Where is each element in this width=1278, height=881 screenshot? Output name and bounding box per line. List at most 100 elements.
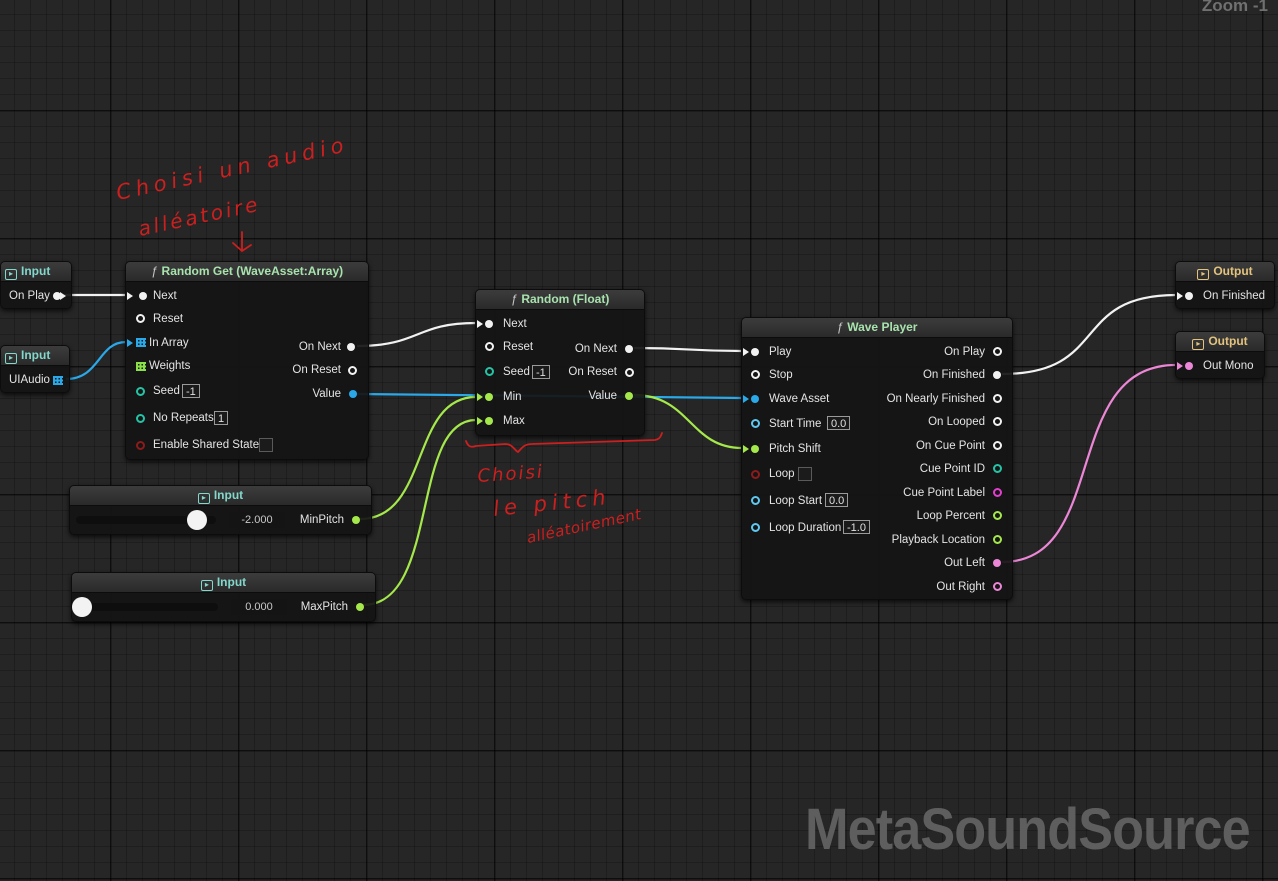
input-node-max-pitch[interactable]: ▸Input 0.000 MaxPitch [71,572,376,622]
float-pin-value[interactable] [625,392,633,400]
min-pitch-value[interactable]: -2.000 [229,512,285,528]
input-node-min-pitch[interactable]: ▸Input -2.000 MinPitch [69,485,372,535]
exec-pin-on-next[interactable] [347,343,355,351]
loop-checkbox[interactable] [798,467,812,481]
max-pitch-value[interactable]: 0.000 [231,599,287,615]
exec-pin-on-nearly-finished[interactable] [993,394,1002,403]
exec-pin-in[interactable] [1185,292,1193,300]
input-node-uiaudio[interactable]: ▸Input UIAudio [0,345,70,393]
wave-pin-asset[interactable] [751,395,759,403]
node-title: Output [1208,334,1248,348]
exec-pin-out[interactable] [53,292,61,300]
exec-pin-stop[interactable] [751,370,760,379]
int-pin-cue-point-id[interactable] [993,464,1002,473]
seed-field[interactable]: -1 [532,365,550,379]
annotation-random-audio-2: alléatoire [136,192,262,241]
exec-arrow-icon [743,348,749,356]
pin-label-reset: Reset [153,313,184,325]
max-pitch-slider-knob[interactable] [72,597,92,617]
exec-pin-next[interactable] [139,292,147,300]
start-time-field[interactable]: 0.0 [827,416,851,430]
pin-label-stop: Stop [769,369,793,381]
pin-label-next: Next [503,318,527,330]
exec-pin-on-cue-point[interactable] [993,441,1002,450]
float-pin-loop-percent[interactable] [993,511,1002,520]
array-pin-in[interactable] [136,338,146,347]
exec-pin-next[interactable] [485,320,493,328]
array-pin-icon[interactable] [53,376,63,385]
int-pin-no-repeats[interactable] [136,414,145,423]
bool-pin-shared-state[interactable] [136,441,145,450]
node-title: Wave Player [847,320,918,334]
wire-uiaudio-inarray [65,340,127,381]
float-pin-playback-location[interactable] [993,535,1002,544]
output-node-on-finished[interactable]: ▸Output On Finished [1175,261,1275,309]
exec-arrow-icon [477,320,483,328]
pin-label-max: Max [503,415,525,427]
exec-pin-on-looped[interactable] [993,417,1002,426]
min-pitch-slider[interactable] [76,516,216,524]
exec-pin-on-next[interactable] [625,345,633,353]
output-node-out-mono[interactable]: ▸Output Out Mono [1175,331,1265,379]
loop-start-field[interactable]: 0.0 [825,493,849,507]
min-pitch-slider-knob[interactable] [186,510,207,530]
float-pin-max[interactable] [485,417,493,425]
audio-pin-out-right[interactable] [993,582,1002,591]
float-pin-pitch-shift[interactable] [751,445,759,453]
pin-label-loop-percent: Loop Percent [916,510,985,522]
pin-label-on-next: On Next [574,343,617,355]
exec-pin-on-finished[interactable] [993,371,1001,379]
exec-pin-play[interactable] [751,348,759,356]
pin-label-on-play: On Play [9,290,50,302]
exec-pin-on-reset[interactable] [625,368,634,377]
input-node-on-play[interactable]: ▸Input On Play [0,261,72,309]
node-header: ▸Output [1176,262,1274,282]
input-icon: ▸ [200,580,213,591]
exec-pin-reset[interactable] [136,314,145,323]
int-pin-seed[interactable] [485,367,494,376]
audio-pin-out-left[interactable] [993,559,1001,567]
annotation-random-audio-1: Choisi un audio [114,132,350,205]
annotation-random-pitch-3: alléatoirement [525,505,644,547]
node-header: ▸Input [70,486,371,506]
time-pin-loop-start[interactable] [751,496,760,505]
pin-label-seed: Seed [503,366,530,378]
pin-label-playback-location: Playback Location [891,534,985,546]
exec-pin-on-reset[interactable] [348,366,357,375]
pin-label-uiaudio: UIAudio [9,374,50,386]
time-pin-loop-duration[interactable] [751,523,760,532]
int-pin-seed[interactable] [136,387,145,396]
bool-pin-loop[interactable] [751,470,760,479]
time-pin-start-time[interactable] [751,419,760,428]
float-arrow-icon [477,417,483,425]
no-repeats-field[interactable]: 1 [214,411,229,425]
max-pitch-slider[interactable] [78,603,218,611]
exec-arrow-icon [60,292,66,300]
pin-label-on-nearly-finished: On Nearly Finished [886,393,985,405]
exec-pin-on-play[interactable] [993,347,1002,356]
graph-type-watermark: MetaSoundSource [805,797,1251,862]
wire-value-pitchshift [633,393,743,450]
float-pin-max-pitch[interactable] [356,603,364,611]
pin-label-out-mono: Out Mono [1203,360,1254,372]
array-pin-weights[interactable] [136,362,146,371]
string-pin-cue-point-label[interactable] [993,488,1002,497]
exec-arrow-icon [1177,292,1183,300]
pin-label-next: Next [153,290,177,302]
input-icon: ▸ [5,269,17,280]
seed-field[interactable]: -1 [182,384,200,398]
float-pin-min-pitch[interactable] [352,516,360,524]
float-pin-min[interactable] [485,393,493,401]
exec-pin-reset[interactable] [485,342,494,351]
output-icon: ▸ [1197,269,1210,280]
pin-label-min-pitch: MinPitch [299,514,344,526]
zoom-level: Zoom -1 [1201,0,1268,15]
wave-pin-value[interactable] [349,390,357,398]
audio-pin-in[interactable] [1185,362,1193,370]
loop-duration-field[interactable]: -1.0 [843,520,870,534]
enable-shared-state-checkbox[interactable] [259,438,273,452]
